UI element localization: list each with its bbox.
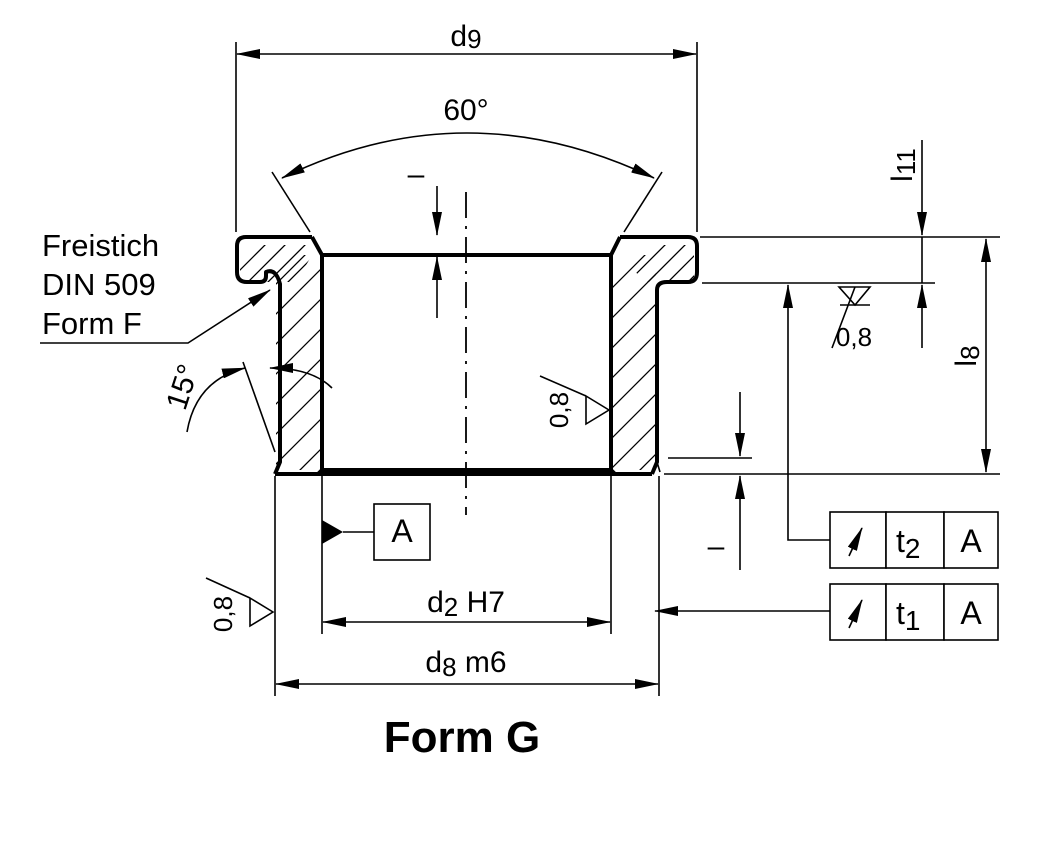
bottom-chamfer (275, 461, 661, 473)
chamfer-bottom-label: – (708, 530, 725, 563)
dim-d9: d9 (235, 20, 698, 232)
surface-finish-bore-value: 0,8 (544, 392, 574, 428)
dim-d2-label: d2 H7 (427, 586, 505, 622)
dim-angle-60: 60° (271, 94, 663, 233)
datum-a-label: A (391, 513, 413, 549)
bottom-face (275, 468, 652, 476)
surface-finish-bore: 0,8 (539, 375, 611, 428)
chamfer-top-label: – (408, 158, 425, 191)
leader-t2 (783, 284, 830, 541)
dim-d8-label: d8 m6 (425, 646, 506, 682)
dim-chamfer-bottom: – (668, 392, 752, 570)
datum-triangle (322, 520, 343, 544)
surface-finish-outer: 0,8 (205, 577, 275, 632)
relief-groove-line2: DIN 509 (42, 267, 156, 302)
dim-l11: l11 (700, 140, 1000, 348)
dim-l11-label: l11 (886, 148, 921, 182)
surface-finish-top: 0,8 (831, 286, 872, 352)
tolerance-frame-t1: t1 A (654, 583, 999, 641)
relief-groove-callout: Freistich DIN 509 Form F (40, 228, 271, 344)
surface-finish-top-value: 0,8 (836, 322, 872, 352)
angle-60-label: 60° (443, 94, 488, 127)
t2-value: t2 (896, 523, 920, 564)
left-wall-outline (235, 235, 312, 475)
dim-d9-label: d9 (450, 20, 481, 54)
t1-value: t1 (896, 595, 920, 636)
relief-groove-line3: Form F (42, 306, 142, 341)
section-hatching (240, 245, 694, 470)
dim-d8: d8 m6 (274, 476, 660, 696)
runout-icon (847, 599, 863, 629)
bushing-section (235, 235, 699, 476)
dim-l8: l8 (664, 238, 1000, 475)
dim-d2: d2 H7 (321, 476, 612, 634)
relief-groove-line1: Freistich (42, 228, 159, 263)
tolerance-frame-t2: t2 A (829, 511, 999, 569)
t1-datum: A (960, 595, 982, 631)
dim-chamfer-top: – (408, 158, 442, 318)
drawing-title: Form G (384, 713, 540, 762)
t2-datum: A (960, 523, 982, 559)
right-wall-outline (620, 235, 699, 475)
bore-chamfer-top (310, 236, 622, 256)
angle-15-label: 15° (160, 360, 205, 413)
dim-l8-label: l8 (950, 345, 985, 366)
runout-icon (847, 527, 863, 557)
surface-finish-outer-value: 0,8 (208, 596, 238, 632)
datum-a: A (322, 503, 431, 561)
